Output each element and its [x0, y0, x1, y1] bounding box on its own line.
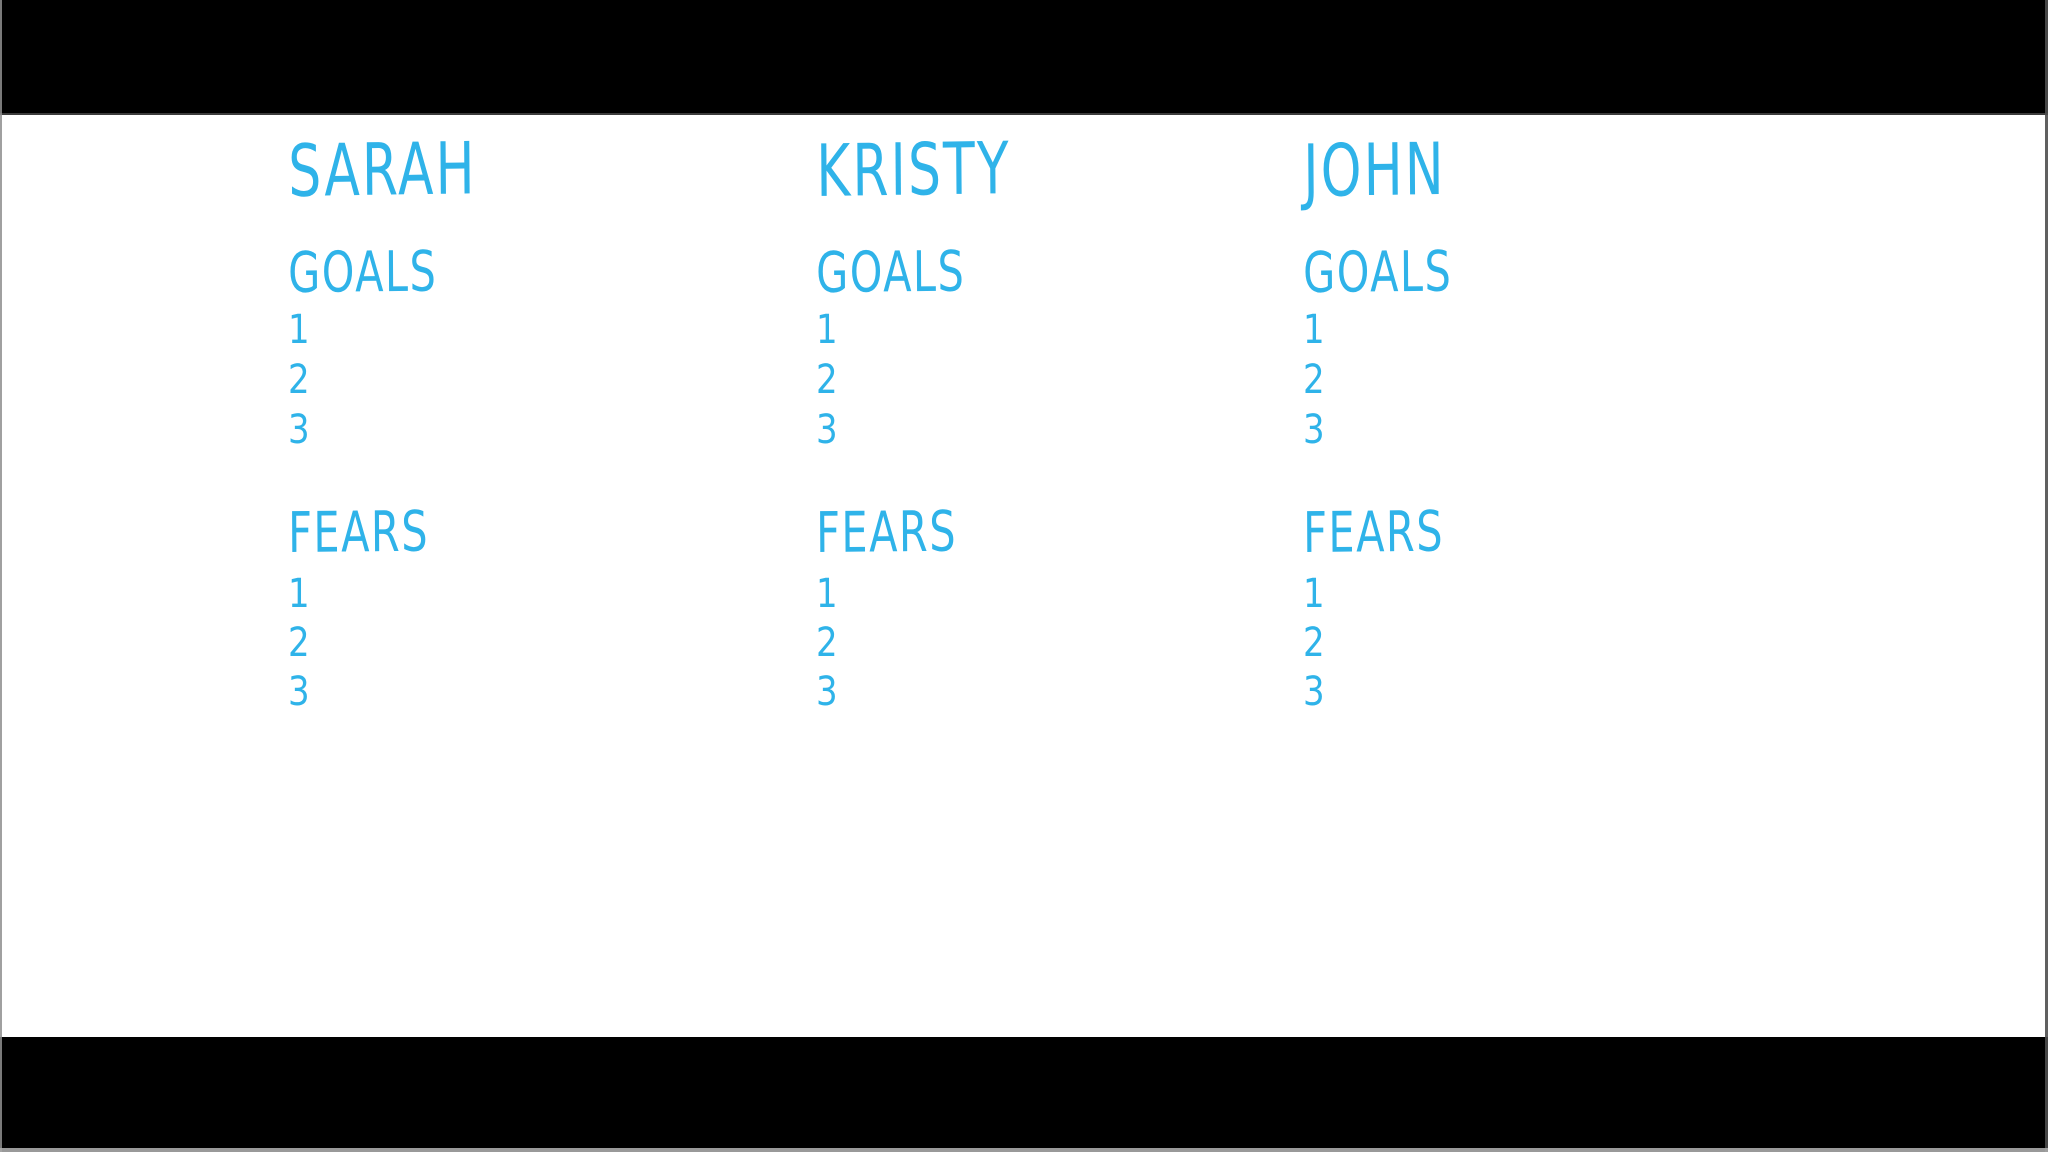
list-item: 3 [288, 407, 311, 453]
list-item: 2 [816, 620, 839, 666]
person-column-kristy: KRISTY GOALS 1 2 3 FEARS 1 2 3 [816, 115, 1316, 1037]
goals-heading: GOALS [287, 239, 438, 306]
list-item: 1 [1303, 307, 1326, 353]
list-item: 3 [816, 669, 839, 715]
list-item: 2 [1303, 620, 1326, 666]
list-item: 2 [288, 620, 311, 666]
frame-edge-left [0, 0, 2, 1152]
frame-edge-bottom [0, 1148, 2048, 1152]
letterbox-bottom [0, 1037, 2048, 1152]
fears-heading: FEARS [815, 499, 958, 566]
list-item: 1 [288, 307, 311, 353]
fears-list: 1 2 3 [816, 570, 842, 717]
list-item: 3 [1303, 669, 1326, 715]
person-column-sarah: SARAH GOALS 1 2 3 FEARS 1 2 3 [288, 115, 788, 1037]
goals-list: 1 2 3 [816, 305, 842, 455]
list-item: 2 [1303, 357, 1326, 403]
whiteboard-canvas: SARAH GOALS 1 2 3 FEARS 1 2 3 KRISTY GOA… [0, 113, 2048, 1037]
list-item: 1 [288, 571, 311, 617]
goals-heading: GOALS [815, 239, 966, 306]
fears-list: 1 2 3 [1303, 570, 1329, 717]
goals-list: 1 2 3 [1303, 305, 1329, 455]
person-name: KRISTY [815, 126, 1012, 213]
letterbox-top [0, 0, 2048, 113]
list-item: 3 [1303, 407, 1326, 453]
fears-heading: FEARS [1302, 499, 1445, 566]
list-item: 3 [288, 669, 311, 715]
goals-heading: GOALS [1302, 239, 1453, 306]
fears-list: 1 2 3 [288, 570, 314, 717]
list-item: 1 [816, 571, 839, 617]
frame-edge-right [2045, 0, 2048, 1152]
list-item: 1 [816, 307, 839, 353]
person-name: SARAH [287, 126, 478, 213]
person-column-john: JOHN GOALS 1 2 3 FEARS 1 2 3 [1303, 115, 1803, 1037]
list-item: 2 [816, 357, 839, 403]
goals-list: 1 2 3 [288, 305, 314, 455]
person-name: JOHN [1302, 126, 1447, 213]
list-item: 1 [1303, 571, 1326, 617]
list-item: 3 [816, 407, 839, 453]
list-item: 2 [288, 357, 311, 403]
fears-heading: FEARS [287, 499, 430, 566]
